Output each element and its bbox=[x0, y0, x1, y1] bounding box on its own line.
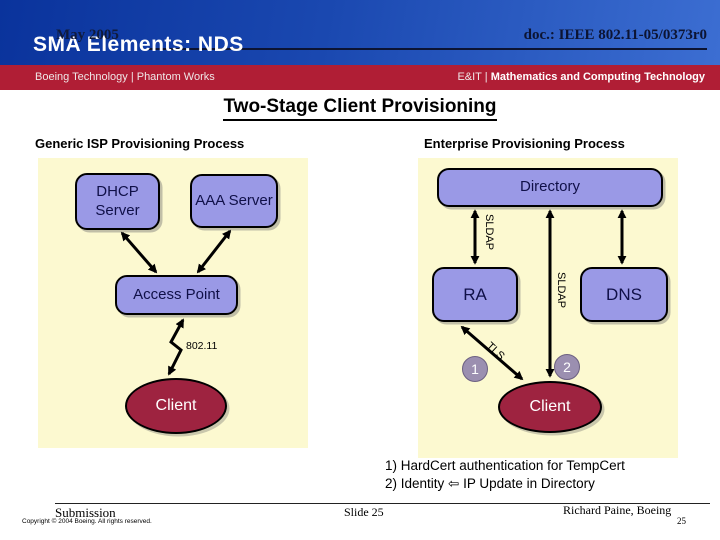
left-panel-heading: Generic ISP Provisioning Process bbox=[35, 136, 245, 151]
footer-page-corner: 25 bbox=[677, 516, 686, 526]
slide-title: Two-Stage Client Provisioning bbox=[223, 96, 497, 121]
access-point-node: Access Point bbox=[115, 275, 238, 315]
banner-underline bbox=[148, 48, 707, 50]
title-banner: SMA Elements: NDS May 2005 doc.: IEEE 80… bbox=[0, 0, 720, 65]
org-right: E&IT | Mathematics and Computing Technol… bbox=[457, 71, 705, 83]
sldap-client-label: SLDAP bbox=[555, 272, 567, 309]
ra-node: RA bbox=[432, 267, 518, 322]
sldap-ra-label: SLDAP bbox=[483, 214, 495, 251]
org-right-prefix: E&IT | bbox=[457, 71, 491, 83]
enterprise-client-node: Client bbox=[498, 381, 602, 433]
slide-notes: 1) HardCert authentication for TempCert … bbox=[385, 457, 625, 493]
footer-rule bbox=[55, 503, 710, 504]
slide-date: May 2005 bbox=[56, 27, 119, 43]
isp-client-node: Client bbox=[125, 378, 227, 434]
note-1: 1) HardCert authentication for TempCert bbox=[385, 458, 625, 473]
note-2: 2) Identity ⇦ IP Update in Directory bbox=[385, 476, 595, 491]
directory-node: Directory bbox=[437, 168, 663, 207]
wireless-link-label: 802.11 bbox=[186, 340, 218, 352]
right-panel-heading: Enterprise Provisioning Process bbox=[424, 136, 625, 151]
footer-author: Richard Paine, Boeing bbox=[563, 503, 672, 517]
footer-submission: Submission bbox=[55, 505, 116, 520]
dns-node: DNS bbox=[580, 267, 668, 322]
org-left: Boeing Technology | Phantom Works bbox=[35, 71, 215, 83]
aaa-server-node: AAA Server bbox=[190, 174, 278, 228]
doc-number: doc.: IEEE 802.11-05/0373r0 bbox=[523, 27, 707, 43]
dhcp-server-node: DHCP Server bbox=[75, 173, 160, 230]
footer-copyright: Copyright © 2004 Boeing. All rights rese… bbox=[22, 518, 152, 525]
footer-slide-number: Slide 25 bbox=[344, 505, 384, 519]
org-bar: Boeing Technology | Phantom Works E&IT |… bbox=[0, 65, 720, 90]
org-right-bold: Mathematics and Computing Technology bbox=[490, 71, 705, 83]
step-1-badge: 1 bbox=[462, 356, 488, 382]
step-2-badge: 2 bbox=[554, 354, 580, 380]
slide-title-wrap: Two-Stage Client Provisioning bbox=[0, 96, 720, 121]
presentation-title: SMA Elements: NDS bbox=[33, 33, 244, 56]
